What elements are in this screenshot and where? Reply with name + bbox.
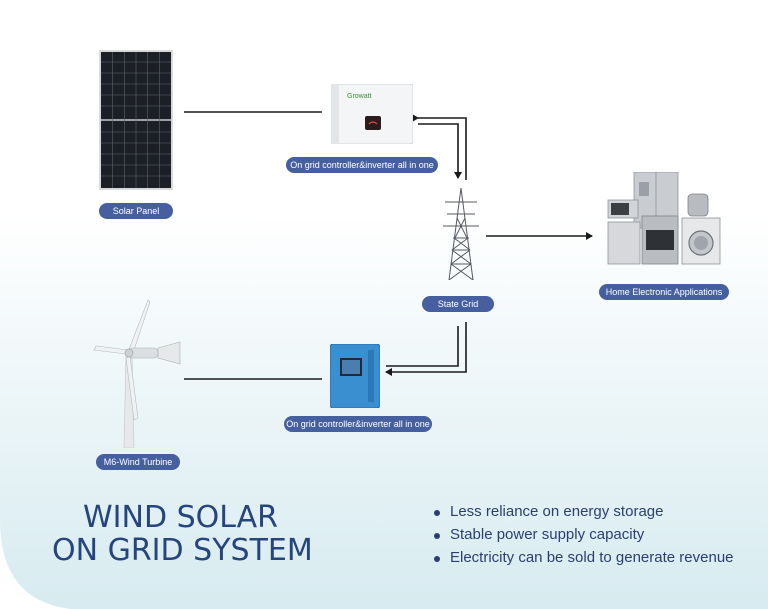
bullet-dot [434, 510, 440, 516]
home-appliances-label: Home Electronic Applications [599, 284, 729, 300]
line-inverter-grid-bottom-a [385, 322, 467, 376]
line-inverter-grid-top-a [412, 114, 467, 180]
bullet-dot [434, 533, 440, 539]
title-line-1: WIND SOLAR [83, 500, 279, 535]
title-line-2: ON GRID SYSTEM [52, 533, 313, 568]
benefit-text: Stable power supply capacity [450, 526, 645, 543]
inverter-bottom-label: On grid controller&inverter all in one [284, 416, 432, 432]
wind-turbine-label: M6-Wind Turbine [96, 454, 180, 470]
line-inverter-grid-top-b [418, 123, 462, 179]
wind-turbine-image [93, 299, 181, 448]
inverter-top-image: Growatt [331, 84, 413, 144]
transmission-tower-image [443, 188, 479, 280]
inverter-bottom-image [330, 344, 380, 408]
bullet-dot [434, 556, 440, 562]
inverter-top-label: On grid controller&inverter all in one [286, 157, 438, 173]
benefits-list: Less reliance on energy storage Stable p… [434, 500, 734, 569]
home-appliances-image [607, 172, 721, 265]
state-grid-label: State Grid [422, 296, 494, 312]
line-inverter-grid-bottom-b [386, 326, 459, 367]
benefit-item: Stable power supply capacity [434, 523, 734, 546]
benefit-text: Electricity can be sold to generate reve… [450, 549, 734, 566]
benefit-item: Less reliance on energy storage [434, 500, 734, 523]
solar-panel-label: Solar Panel [99, 203, 173, 219]
inverter-brand: Growatt [347, 93, 372, 100]
benefit-item: Electricity can be sold to generate reve… [434, 546, 734, 569]
benefit-text: Less reliance on energy storage [450, 503, 664, 520]
solar-panel-image [99, 50, 173, 190]
